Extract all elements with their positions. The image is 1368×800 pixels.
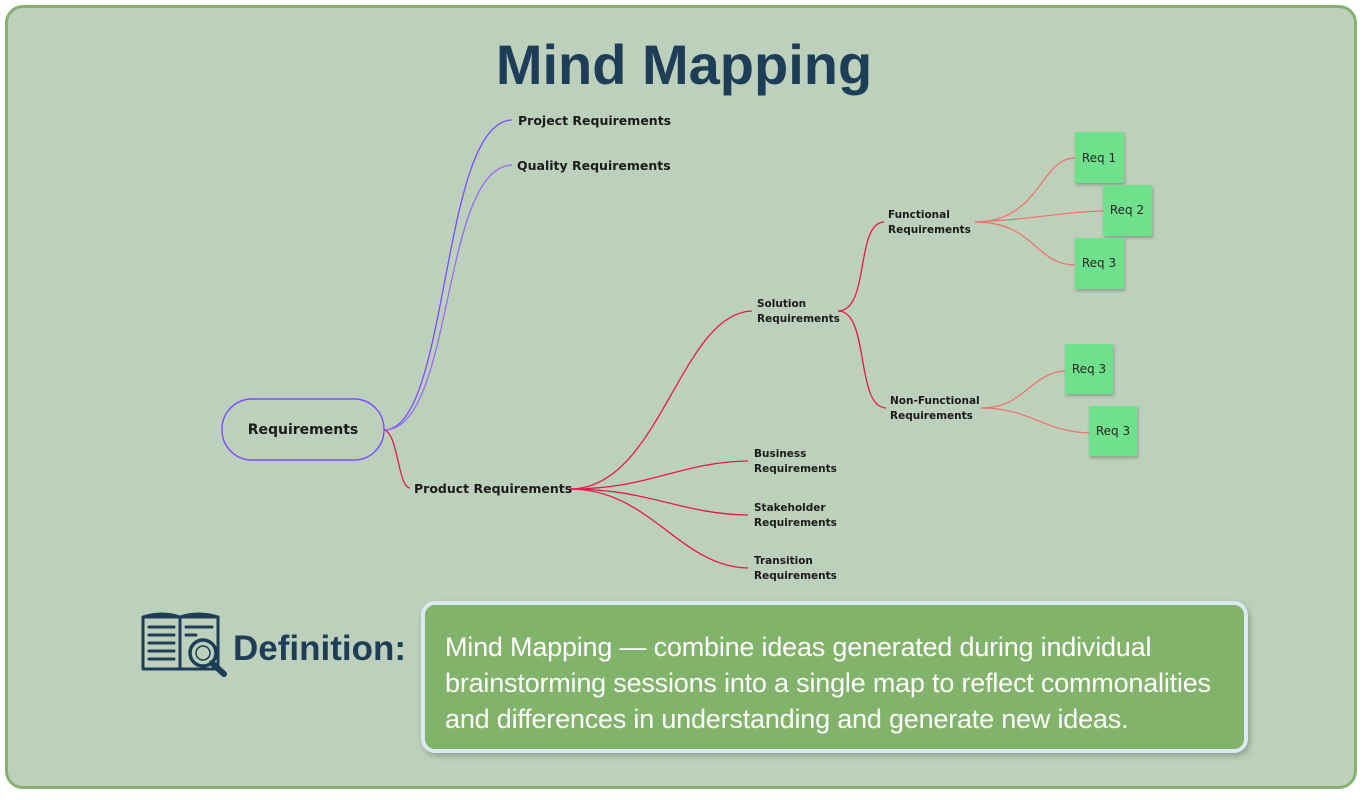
sticky-note-label: Req 2 [1110, 203, 1144, 217]
node-label-line: Requirements [888, 224, 971, 236]
definition-text: Mind Mapping — combine ideas generated d… [445, 632, 1211, 734]
root-node[interactable] [221, 398, 385, 461]
node-label-line: Non-Functional [890, 395, 980, 407]
sticky-note-label: Req 1 [1082, 151, 1116, 165]
connector-root-quality [383, 164, 513, 431]
sticky-note-nf-req-3a[interactable]: Req 3 [1065, 344, 1113, 394]
node-label-line: Stakeholder [754, 502, 826, 514]
node-label-line: Business [754, 448, 806, 460]
node-label-line: Requirements [754, 570, 837, 582]
node-label-line: Requirements [754, 463, 837, 475]
node-nonfunctional-requirements[interactable]: Non-Functional Requirements [890, 395, 980, 422]
page-title: Mind Mapping [495, 33, 873, 96]
sticky-note-body [1065, 344, 1113, 394]
node-product-requirements[interactable]: Product Requirements [414, 481, 572, 496]
node-label-line: Requirements [754, 517, 837, 529]
connector-nonfunctional-note2 [980, 407, 1090, 434]
node-label-line: Transition [754, 555, 813, 567]
connector-root-product [383, 429, 411, 489]
sticky-note-body [1089, 406, 1137, 456]
node-solution-requirements[interactable]: Solution Requirements [757, 298, 840, 325]
sticky-note-req-1[interactable]: Req 1 [1075, 132, 1124, 183]
node-functional-requirements[interactable]: Functional Requirements [888, 209, 971, 236]
sticky-note-label: Req 3 [1072, 362, 1106, 376]
connector-product-solution [569, 310, 753, 490]
node-label-line: Solution [757, 298, 806, 310]
sticky-note-body [1075, 238, 1124, 289]
sticky-note-nf-req-3b[interactable]: Req 3 [1089, 406, 1137, 456]
book-magnifier-icon [141, 612, 227, 677]
connector-functional-note3 [974, 221, 1076, 266]
sticky-note-body [1103, 185, 1152, 236]
sticky-note-label: Req 3 [1082, 256, 1116, 270]
root-node-label: Requirements [248, 422, 359, 438]
connector-functional-note1 [974, 157, 1076, 223]
connector-nonfunctional-note1 [980, 370, 1066, 409]
sticky-note-label: Req 3 [1096, 424, 1130, 438]
sticky-note-req-2[interactable]: Req 2 [1103, 185, 1152, 236]
connector-functional-note2 [974, 210, 1104, 223]
node-transition-requirements[interactable]: Transition Requirements [754, 555, 837, 582]
connector-solution-nonfunctional [837, 310, 887, 409]
connector-product-transition [569, 488, 749, 569]
node-business-requirements[interactable]: Business Requirements [754, 448, 837, 475]
connector-product-business [569, 460, 749, 490]
sticky-note-body [1075, 132, 1124, 183]
connector-solution-functional [837, 221, 885, 312]
node-label-line: Requirements [757, 313, 840, 325]
definition-label: Definition: [233, 629, 407, 668]
sticky-note-req-3[interactable]: Req 3 [1075, 238, 1124, 289]
node-label-line: Requirements [890, 410, 973, 422]
node-stakeholder-requirements[interactable]: Stakeholder Requirements [754, 502, 837, 529]
connector-product-stakeholder [569, 488, 749, 516]
connector-root-project [383, 119, 513, 431]
node-project-requirements[interactable]: Project Requirements [518, 113, 671, 128]
node-label-line: Functional [888, 209, 950, 221]
node-quality-requirements[interactable]: Quality Requirements [517, 158, 671, 173]
definition-box: Mind Mapping — combine ideas generated d… [421, 601, 1248, 753]
